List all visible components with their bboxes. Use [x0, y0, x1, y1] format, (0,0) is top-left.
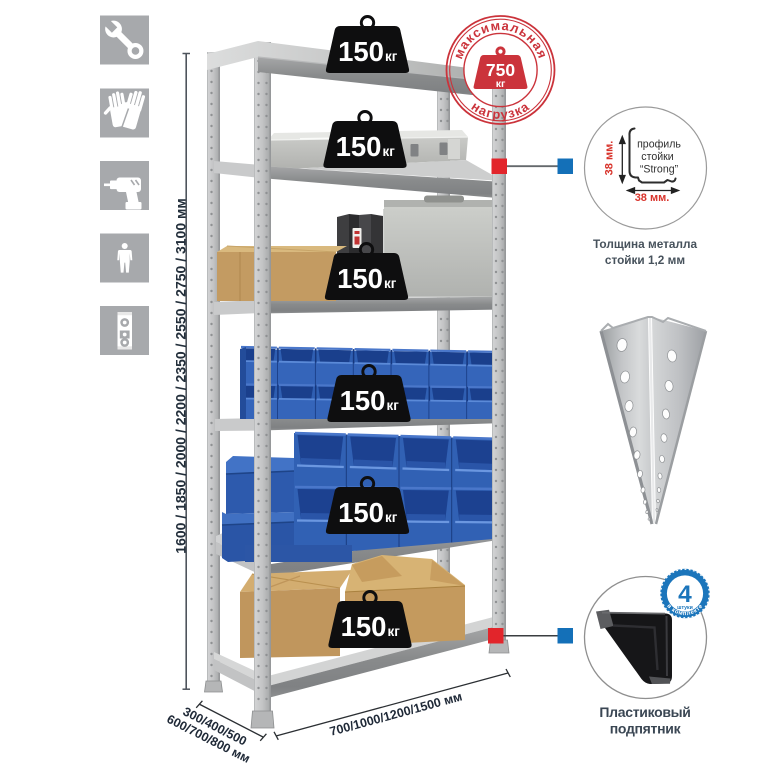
svg-text:стойки: стойки	[641, 151, 673, 163]
svg-text:“Strong”: “Strong”	[640, 164, 679, 176]
svg-text:150: 150	[340, 385, 386, 416]
svg-text:150: 150	[337, 263, 383, 294]
svg-text:кг: кг	[385, 49, 398, 64]
svg-text:стойки 1,2 мм: стойки 1,2 мм	[605, 253, 685, 267]
svg-text:кг: кг	[385, 510, 398, 525]
svg-text:нагрузка: нагрузка	[469, 98, 533, 122]
svg-text:1600 / 1850 / 2000 / 2200 / 23: 1600 / 1850 / 2000 / 2200 / 2350 / 2550 …	[173, 198, 189, 553]
svg-text:750: 750	[486, 60, 515, 80]
svg-text:подпятник: подпятник	[610, 721, 682, 737]
svg-text:150: 150	[336, 131, 382, 162]
svg-text:Толщина металла: Толщина металла	[593, 237, 697, 251]
svg-text:38 мм.: 38 мм.	[635, 192, 670, 204]
svg-text:150: 150	[338, 36, 384, 67]
svg-text:Пластиковый: Пластиковый	[599, 704, 690, 720]
svg-text:150: 150	[338, 497, 384, 528]
svg-text:кг: кг	[388, 624, 401, 639]
svg-text:штуки: штуки	[677, 605, 693, 611]
svg-text:38 мм.: 38 мм.	[604, 141, 616, 176]
svg-text:профиль: профиль	[637, 139, 681, 151]
svg-text:кг: кг	[383, 144, 396, 159]
svg-text:кг: кг	[496, 78, 506, 90]
svg-text:кг: кг	[384, 276, 397, 291]
svg-text:кг: кг	[387, 398, 400, 413]
svg-text:700/1000/1200/1500 мм: 700/1000/1200/1500 мм	[328, 689, 464, 738]
svg-text:150: 150	[341, 611, 387, 642]
svg-text:4: 4	[678, 581, 692, 608]
